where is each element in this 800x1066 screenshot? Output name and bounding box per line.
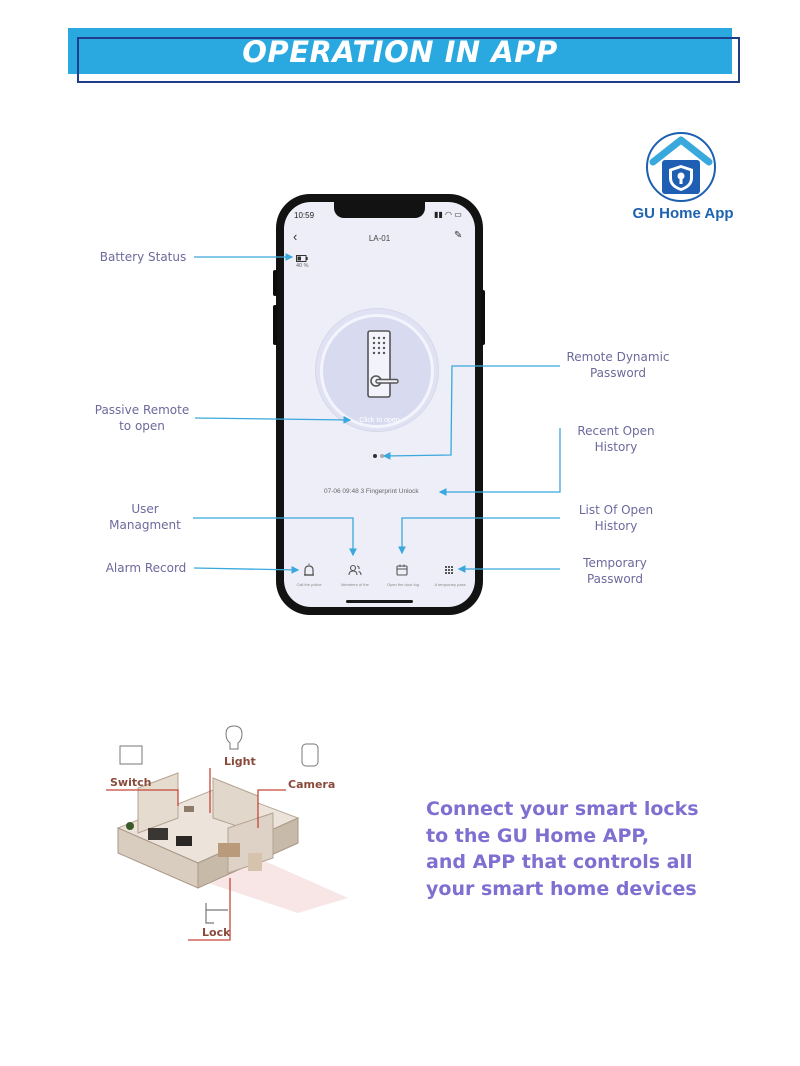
tab-label: Open the door log: [386, 582, 420, 587]
callout-passive-remote: Passive Remote to open: [94, 403, 190, 433]
callout-remote-dynamic-password: Remote Dynamic Password: [566, 350, 670, 380]
phone-screen: 10:59 ▮▮ ◠ ▭ ‹ LA-01 ✎ 40 % Click to ope…: [284, 202, 475, 607]
battery-icon: [296, 255, 308, 262]
callout-battery-status: Battery Status: [99, 250, 187, 264]
banner-frame: [77, 37, 740, 83]
door-lock-icon: [367, 330, 399, 398]
label-light: Light: [224, 755, 256, 768]
banner-title: OPERATION IN APP: [242, 35, 558, 69]
battery-percent: 40 %: [296, 263, 309, 269]
gu-home-logo-icon: [646, 132, 716, 202]
switch-icon: [119, 745, 143, 765]
promo-text: Connect your smart locks to the GU Home …: [426, 796, 756, 902]
promo-line: Connect your smart locks: [426, 798, 699, 820]
members-icon[interactable]: [348, 563, 362, 577]
label-switch: Switch: [110, 776, 151, 789]
phone-side-button: [273, 270, 277, 296]
promo-line: your smart home devices: [426, 877, 697, 900]
label-camera: Camera: [288, 778, 335, 791]
status-icons: ▮▮ ◠ ▭: [434, 210, 462, 219]
promo-line: to the GU Home APP,: [426, 824, 650, 847]
tab-label: Members of the: [341, 582, 369, 587]
tab-label: Call the police: [296, 582, 322, 587]
banner-background: [68, 28, 732, 74]
recent-history-entry[interactable]: 07-06 09:48 3 Fingerprint Unlock: [324, 488, 419, 495]
camera-icon: [301, 743, 319, 767]
promo-line: and APP that controls all: [426, 851, 693, 873]
callout-temporary-password: Temporary Password: [583, 556, 647, 586]
callout-list-open-history: List Of Open History: [578, 503, 654, 533]
lock-icon: [205, 903, 228, 924]
label-lock: Lock: [202, 926, 231, 939]
back-button[interactable]: ‹: [293, 229, 298, 244]
callout-user-management: User Managment: [109, 502, 181, 532]
home-indicator: [346, 600, 413, 603]
device-title: LA-01: [368, 234, 391, 243]
app-name: GU Home App: [632, 205, 734, 222]
calendar-icon[interactable]: [395, 563, 409, 577]
phone-side-button: [273, 305, 277, 345]
tab-label: A temporary pass: [434, 582, 466, 587]
edit-icon[interactable]: ✎: [454, 230, 463, 241]
keypad-icon[interactable]: [442, 563, 456, 577]
page-indicator-active: [373, 454, 377, 458]
callout-alarm-record: Alarm Record: [105, 561, 187, 575]
callout-recent-open-history: Recent Open History: [577, 424, 655, 454]
page-indicator: [380, 454, 384, 458]
light-bulb-icon: [225, 725, 243, 750]
alarm-icon[interactable]: [302, 563, 316, 577]
phone-notch: [334, 202, 425, 218]
smart-home-illustration: Switch Light Camera Lock: [106, 725, 348, 941]
status-time: 10:59: [294, 211, 315, 220]
click-to-open-label: Click to open: [359, 417, 400, 424]
phone-side-button: [481, 290, 485, 345]
